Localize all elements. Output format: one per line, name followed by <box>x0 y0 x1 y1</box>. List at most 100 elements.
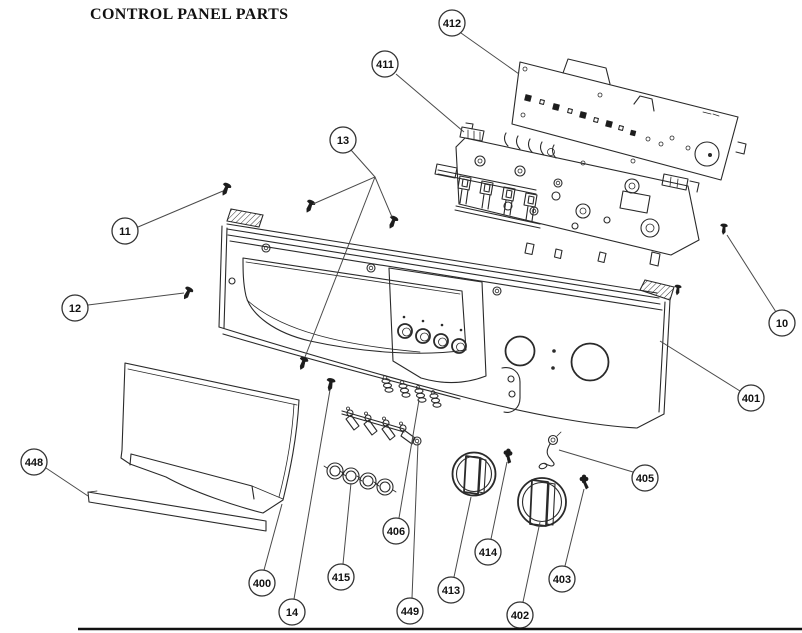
callout-14: 14 <box>278 389 331 626</box>
callout-label: 415 <box>332 572 350 584</box>
callout-405: 405 <box>558 449 659 492</box>
trim-strip <box>87 490 267 532</box>
panel-bottom-bracket <box>501 367 521 413</box>
pcb-board <box>511 58 747 181</box>
screw-403 <box>579 474 589 490</box>
screw-10 <box>719 223 728 236</box>
leader-line <box>490 461 508 540</box>
screw-13b <box>385 214 400 231</box>
callout-circle <box>737 384 765 412</box>
callout-circle <box>329 126 357 154</box>
callout-circle <box>631 464 659 492</box>
vent-slots <box>503 132 557 159</box>
callout-label: 402 <box>511 610 529 622</box>
control-panel-fascia <box>218 208 675 429</box>
callout-circle <box>111 217 139 245</box>
callout-circle <box>474 538 502 566</box>
callout-413: 413 <box>437 496 472 604</box>
callout-circle <box>371 50 399 78</box>
selector-knob-small <box>451 451 497 497</box>
leader-line <box>726 234 777 313</box>
callout-circle <box>438 9 466 37</box>
callout-label: 401 <box>742 393 760 405</box>
leader-line <box>87 292 185 306</box>
leader-line <box>137 190 224 228</box>
callout-circle <box>61 294 89 322</box>
callout-412: 412 <box>438 9 520 75</box>
panel-left-tab <box>226 208 264 228</box>
leader-line <box>522 521 541 603</box>
callout-label: 11 <box>119 226 131 238</box>
leader-line <box>564 488 585 567</box>
callout-label: 412 <box>443 18 461 30</box>
callout-400: 400 <box>248 503 283 597</box>
callout-13: 13 <box>304 126 393 358</box>
pcb-label-marks <box>702 111 720 117</box>
callout-label: 449 <box>401 606 419 618</box>
pcb-components <box>520 66 691 166</box>
page-title: CONTROL PANEL PARTS <box>90 6 289 23</box>
callout-label: 411 <box>376 59 394 71</box>
dispenser-opening <box>242 257 467 354</box>
callout-label: 413 <box>442 585 460 597</box>
leader-line <box>395 73 465 133</box>
clip-bracket <box>538 431 562 470</box>
callout-401: 401 <box>659 340 765 412</box>
screw-extra <box>673 284 682 296</box>
screw-14 <box>324 377 336 393</box>
callouts: 412 411 13 11 12 10 401 405 403 402 414 413 449 415 40… <box>20 9 796 629</box>
leader-line <box>411 442 419 599</box>
push-buttons <box>323 462 397 496</box>
leader-line <box>558 449 634 473</box>
leader-line <box>460 32 520 75</box>
drawer-front-panel <box>120 362 300 514</box>
pcb-buzzer <box>694 141 720 167</box>
leader-line <box>453 496 472 578</box>
callout-circle <box>278 598 306 626</box>
screw-11 <box>218 181 233 198</box>
relay-outline <box>619 190 651 214</box>
panel-body <box>218 225 671 429</box>
callout-449: 449 <box>396 442 424 625</box>
leader-line <box>659 340 741 392</box>
callout-circle <box>248 569 276 597</box>
callout-406: 406 <box>382 399 420 545</box>
callout-label: 448 <box>25 457 43 469</box>
callout-label: 400 <box>253 578 271 590</box>
callout-circle <box>768 309 796 337</box>
callout-circle <box>382 517 410 545</box>
control-board-assembly <box>434 122 700 267</box>
callout-414: 414 <box>474 461 508 566</box>
callout-label: 14 <box>286 607 299 619</box>
callout-label: 13 <box>337 135 349 147</box>
callout-label: 10 <box>776 318 788 330</box>
assembly-bottom-tabs <box>524 242 661 267</box>
lever-linkage <box>341 406 422 446</box>
springs <box>381 375 442 408</box>
callout-circle <box>548 565 576 593</box>
panel-top-rail <box>226 223 663 311</box>
callout-448: 448 <box>20 448 89 497</box>
button-subpanel <box>388 267 487 384</box>
leader-line <box>312 149 376 205</box>
callout-415: 415 <box>327 482 355 591</box>
callout-circle <box>327 563 355 591</box>
callout-circle <box>396 597 424 625</box>
callout-402: 402 <box>506 521 541 629</box>
leader-line <box>398 399 420 519</box>
leader-line <box>374 176 393 218</box>
callout-label: 12 <box>69 303 81 315</box>
leader-line <box>342 482 352 565</box>
callout-12: 12 <box>61 292 185 322</box>
callout-10: 10 <box>726 234 796 337</box>
callout-label: 414 <box>479 547 498 559</box>
callout-circle <box>437 576 465 604</box>
selector-knob-large <box>517 477 567 527</box>
knob-holes <box>504 335 610 382</box>
callout-label: 405 <box>636 473 654 485</box>
leader-line <box>263 503 283 571</box>
callout-label: 406 <box>387 526 405 538</box>
callout-label: 403 <box>553 574 571 586</box>
